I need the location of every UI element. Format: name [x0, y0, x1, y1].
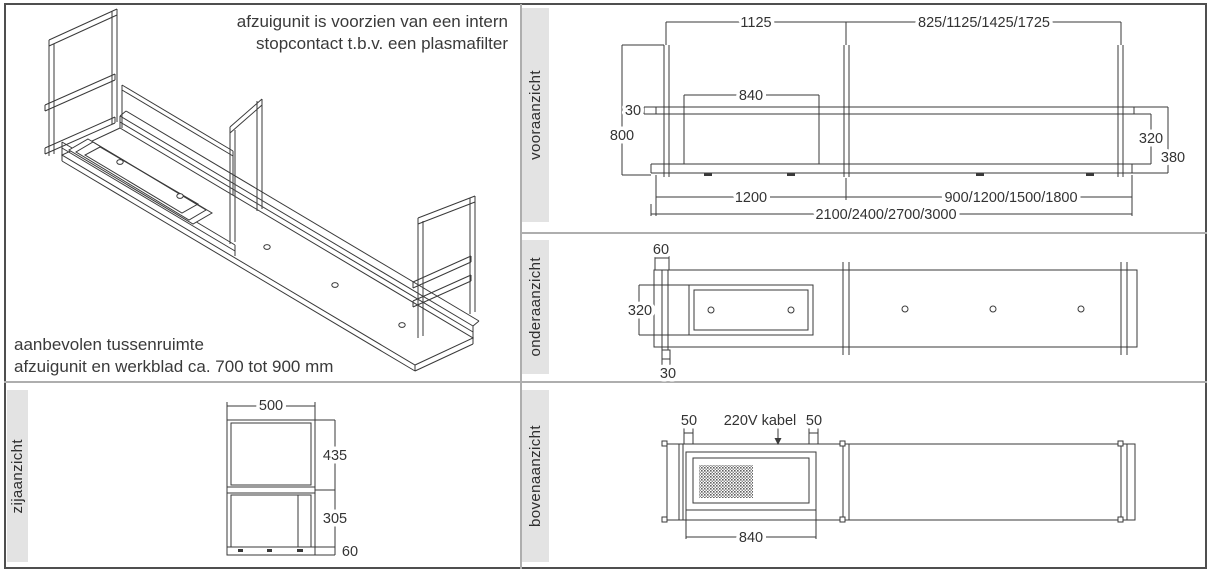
top-tabs: [683, 427, 819, 445]
bottom-note: aanbevolen tussenruimte afzuigunit en we…: [14, 334, 434, 379]
bottom-dim-lines: [638, 284, 689, 336]
side-dim-lower: 305: [323, 511, 347, 527]
iso-middle-bracket: [229, 98, 263, 244]
bottom-holes: [901, 305, 1085, 313]
bottom-posts: [654, 248, 1128, 365]
top-dim-tab-right: 50: [806, 413, 822, 429]
iso-left-bracket: [44, 8, 118, 156]
top-note-line1: afzuigunit is voorzien van een intern: [236, 12, 508, 31]
bottom-note-line2: afzuigunit en werkblad ca. 700 tot 900 m…: [14, 357, 334, 377]
front-dim-rail-height: 30: [625, 103, 641, 119]
front-view-band: vooraanzicht: [522, 8, 549, 222]
cable-arrow-icon: [774, 428, 782, 445]
front-dim-rail-to-plate: 320: [1139, 131, 1163, 147]
front-dim-height: 800: [610, 128, 634, 144]
front-base-plate: [650, 163, 1133, 176]
bottom-dim-depth: 320: [628, 303, 652, 319]
bottom-dim-bracket-top: 60: [653, 242, 669, 258]
top-dim-lines: [685, 520, 817, 539]
front-filter-lines: [683, 94, 820, 164]
front-posts: [663, 45, 1124, 177]
front-dim-top-left: 1125: [740, 15, 771, 31]
iso-filter-recess: [68, 138, 213, 225]
top-note-line2: stopcontact t.b.v. een plasmafilter: [256, 34, 508, 54]
bottom-view-band: onderaanzicht: [522, 240, 549, 374]
top-dim-cable: 220V kabel: [724, 413, 797, 429]
side-view-band: zijaanzicht: [7, 390, 28, 562]
top-dim-tab-left: 50: [681, 413, 697, 429]
bottom-view-drawing: 60 320 30: [624, 239, 1138, 386]
iso-plate-holes: [263, 244, 406, 328]
iso-plate-thickness: [61, 155, 474, 372]
top-housing: [678, 444, 817, 520]
outer-border: [4, 3, 1207, 569]
top-note: afzuigunit is voorzien van een intern st…: [200, 11, 508, 56]
iso-back-rail: [119, 110, 480, 338]
top-view-band: bovenaanzicht: [522, 390, 549, 562]
front-rail: [643, 106, 1135, 115]
side-box: [226, 419, 316, 556]
front-dim-bottom-right: 900/1200/1500/1800: [944, 190, 1077, 206]
bottom-dim-bracket-bottom: 30: [660, 366, 676, 382]
bottom-note-line1: aanbevolen tussenruimte: [14, 335, 204, 354]
front-view-drawing: 1125 825/1125/1425/1725 30 800 840 320 3…: [606, 12, 1188, 227]
front-dim-top-right: 825/1125/1425/1725: [918, 15, 1050, 31]
top-dim-housing-width: 840: [739, 530, 763, 546]
top-dividers: [661, 440, 1128, 523]
front-dim-total-drop: 380: [1161, 150, 1185, 166]
side-dim-lines: [226, 402, 336, 556]
side-dim-width: 500: [259, 398, 283, 414]
vertical-divider: [520, 4, 522, 569]
front-dim-bottom-left: 1200: [735, 190, 767, 206]
iso-right-bracket: [412, 195, 476, 338]
top-view-drawing: 50 220V kabel 50 840: [661, 410, 1136, 550]
side-view-drawing: 500 435 305 60: [226, 395, 362, 564]
front-dim-lines: [621, 21, 1169, 216]
bottom-filter: [688, 284, 814, 336]
front-dim-filter-width: 840: [739, 88, 763, 104]
isometric-view-drawing: [44, 8, 480, 372]
side-dim-base: 60: [342, 544, 358, 560]
iso-back-panel: [121, 84, 234, 195]
horizontal-divider-full: [4, 381, 1207, 383]
front-dim-total-width: 2100/2400/2700/3000: [815, 207, 956, 223]
side-dim-upper: 435: [323, 448, 347, 464]
horizontal-divider-right: [521, 232, 1207, 234]
